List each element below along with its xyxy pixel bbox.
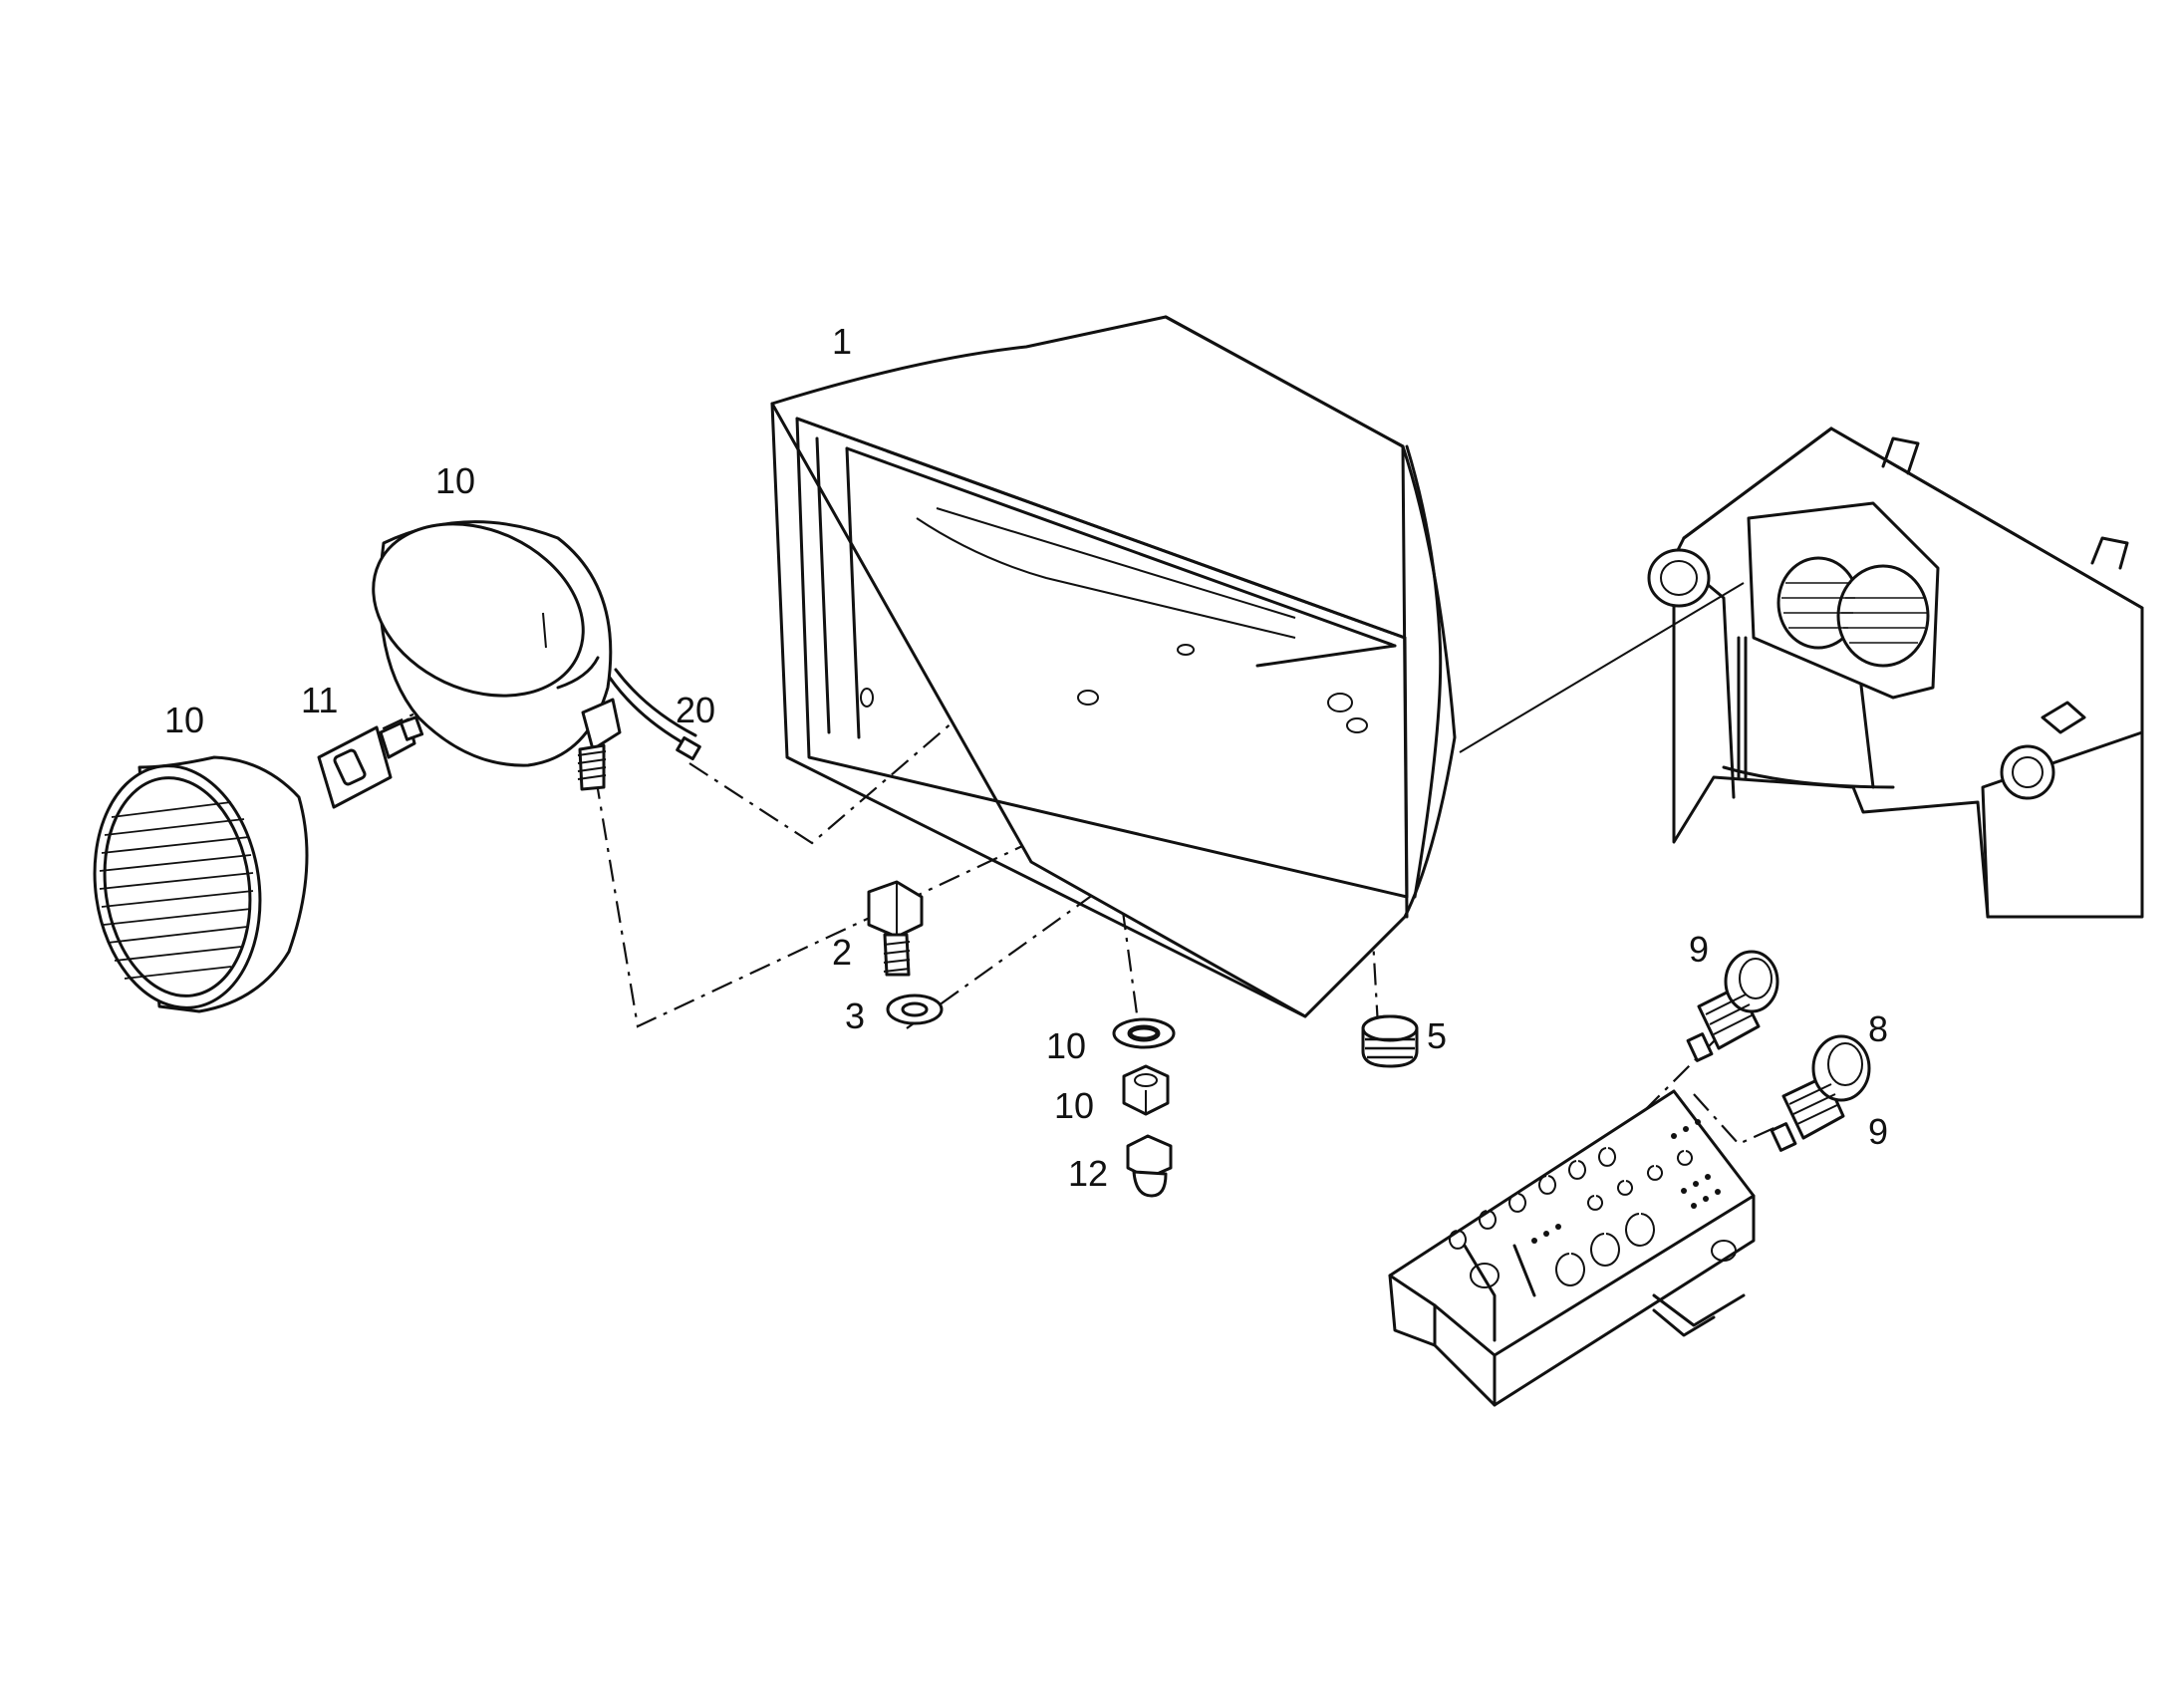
- callout-washer: 3: [845, 995, 865, 1036]
- indicator-lamp-upper: [1686, 950, 1779, 1062]
- flat-washer: [1112, 1017, 1176, 1049]
- callout-lamp-socket-bottom: 9: [1868, 1111, 1888, 1152]
- bulb: [317, 715, 424, 809]
- callout-labels: 1 10 10 11 20 2 3 10 10 12 5 9 8 9: [164, 321, 1888, 1194]
- washer: [886, 994, 944, 1025]
- callout-cap-nut: 12: [1068, 1153, 1108, 1194]
- mounting-frame: [1459, 426, 2144, 919]
- callout-headlamp-body: 10: [435, 460, 475, 501]
- indicator-lamp-lower: [1770, 1034, 1871, 1152]
- cap-nut: [1126, 1134, 1173, 1198]
- switch-panel: [1388, 1089, 1756, 1407]
- callout-grommet: 5: [1427, 1015, 1447, 1056]
- callout-housing: 1: [832, 321, 852, 362]
- callout-headlamp-lens: 10: [164, 700, 204, 740]
- callout-hex-nut: 10: [1054, 1085, 1094, 1126]
- grommet: [1361, 1014, 1419, 1068]
- callout-bolt: 2: [832, 932, 852, 973]
- callout-lamp-socket-top: 9: [1689, 929, 1709, 970]
- callout-bulb: 11: [301, 680, 338, 720]
- callout-flat-washer: 10: [1046, 1025, 1086, 1066]
- headlamp-lens: [93, 755, 309, 1013]
- bolt: [867, 880, 924, 977]
- lamp-housing: [770, 315, 1457, 1018]
- headlamp-body: [372, 520, 701, 791]
- callout-indicator-lamp: 8: [1868, 1008, 1888, 1049]
- callout-wire: 20: [676, 690, 715, 730]
- hex-nut: [1122, 1064, 1170, 1116]
